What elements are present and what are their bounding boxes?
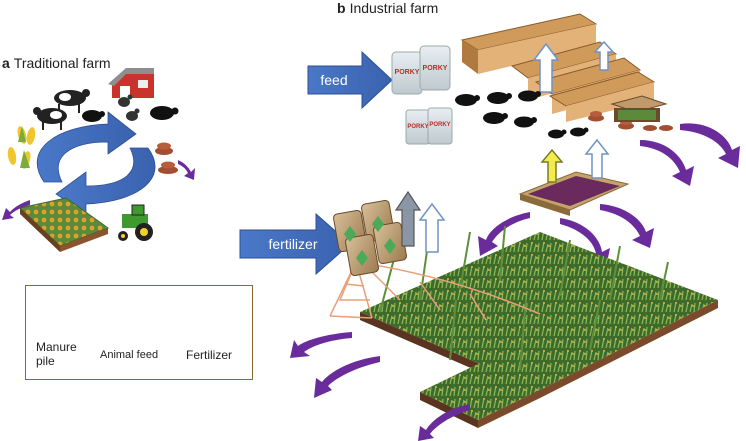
purple-arrow: [418, 404, 470, 441]
purple-arrow: [314, 356, 380, 398]
corn-icon: [7, 126, 36, 169]
manure-pile-icon: [155, 142, 178, 174]
pig-barn-icon: [460, 13, 656, 122]
tractor-icon: [118, 204, 153, 241]
cycle-arrows: [37, 111, 156, 215]
corn-field: [360, 225, 718, 428]
purple-arrow: [600, 204, 654, 248]
manure-lagoon: [518, 171, 630, 216]
purple-arrow: [2, 200, 30, 220]
legend-manure-label: Manure pile: [36, 340, 77, 368]
legend-manure-line1: Manure: [36, 340, 77, 354]
feed-brand-label: PORKY: [395, 69, 420, 76]
purple-arrow: [290, 332, 352, 358]
legend-fertilizer-label: Fertilizer: [186, 348, 233, 362]
pig-icon: [82, 106, 179, 122]
manure-shed-icon: [610, 95, 668, 122]
emission-arrow: [394, 190, 422, 247]
purple-arrow: [478, 212, 530, 256]
fertilizer-arrow: fertilizer: [239, 212, 351, 276]
fertilizer-bag-icon: [333, 199, 407, 277]
emission-arrow: [540, 148, 564, 183]
panel-a-title-text: Traditional farm: [13, 55, 111, 71]
pig-icon: [455, 90, 589, 139]
feed-brand-label: PORKY: [429, 122, 450, 128]
fertilizer-label: fertilizer: [268, 236, 317, 252]
panel-a-letter: a: [2, 55, 10, 71]
barn-icon: [108, 68, 154, 98]
emission-arrow: [532, 40, 615, 93]
feed-arrow: feed: [307, 50, 393, 110]
emission-arrow: [584, 138, 610, 179]
panel-b-letter: b: [337, 0, 346, 16]
feed-bag-icon: PORKY PORKY PORKY PORKY: [391, 45, 453, 145]
emission-arrow: [418, 202, 446, 253]
legend-manure-line2: pile: [36, 354, 55, 368]
chicken-icon: [118, 94, 140, 121]
legend-box: Manure pile Animal feed Fertilizer: [25, 285, 253, 380]
purple-arrow: [178, 160, 195, 180]
purple-arrow: [640, 140, 694, 186]
feed-brand-label: PORKY: [407, 124, 428, 130]
feed-label: feed: [320, 72, 347, 88]
crop-field: [18, 197, 110, 252]
legend-feed-label: Animal feed: [100, 349, 159, 361]
panel-b-title-text: Industrial farm: [349, 0, 439, 16]
manure-pile-icon: [588, 111, 673, 131]
purple-arrow: [680, 123, 740, 168]
feed-brand-label: PORKY: [423, 65, 448, 72]
cow-icon: [33, 89, 90, 130]
